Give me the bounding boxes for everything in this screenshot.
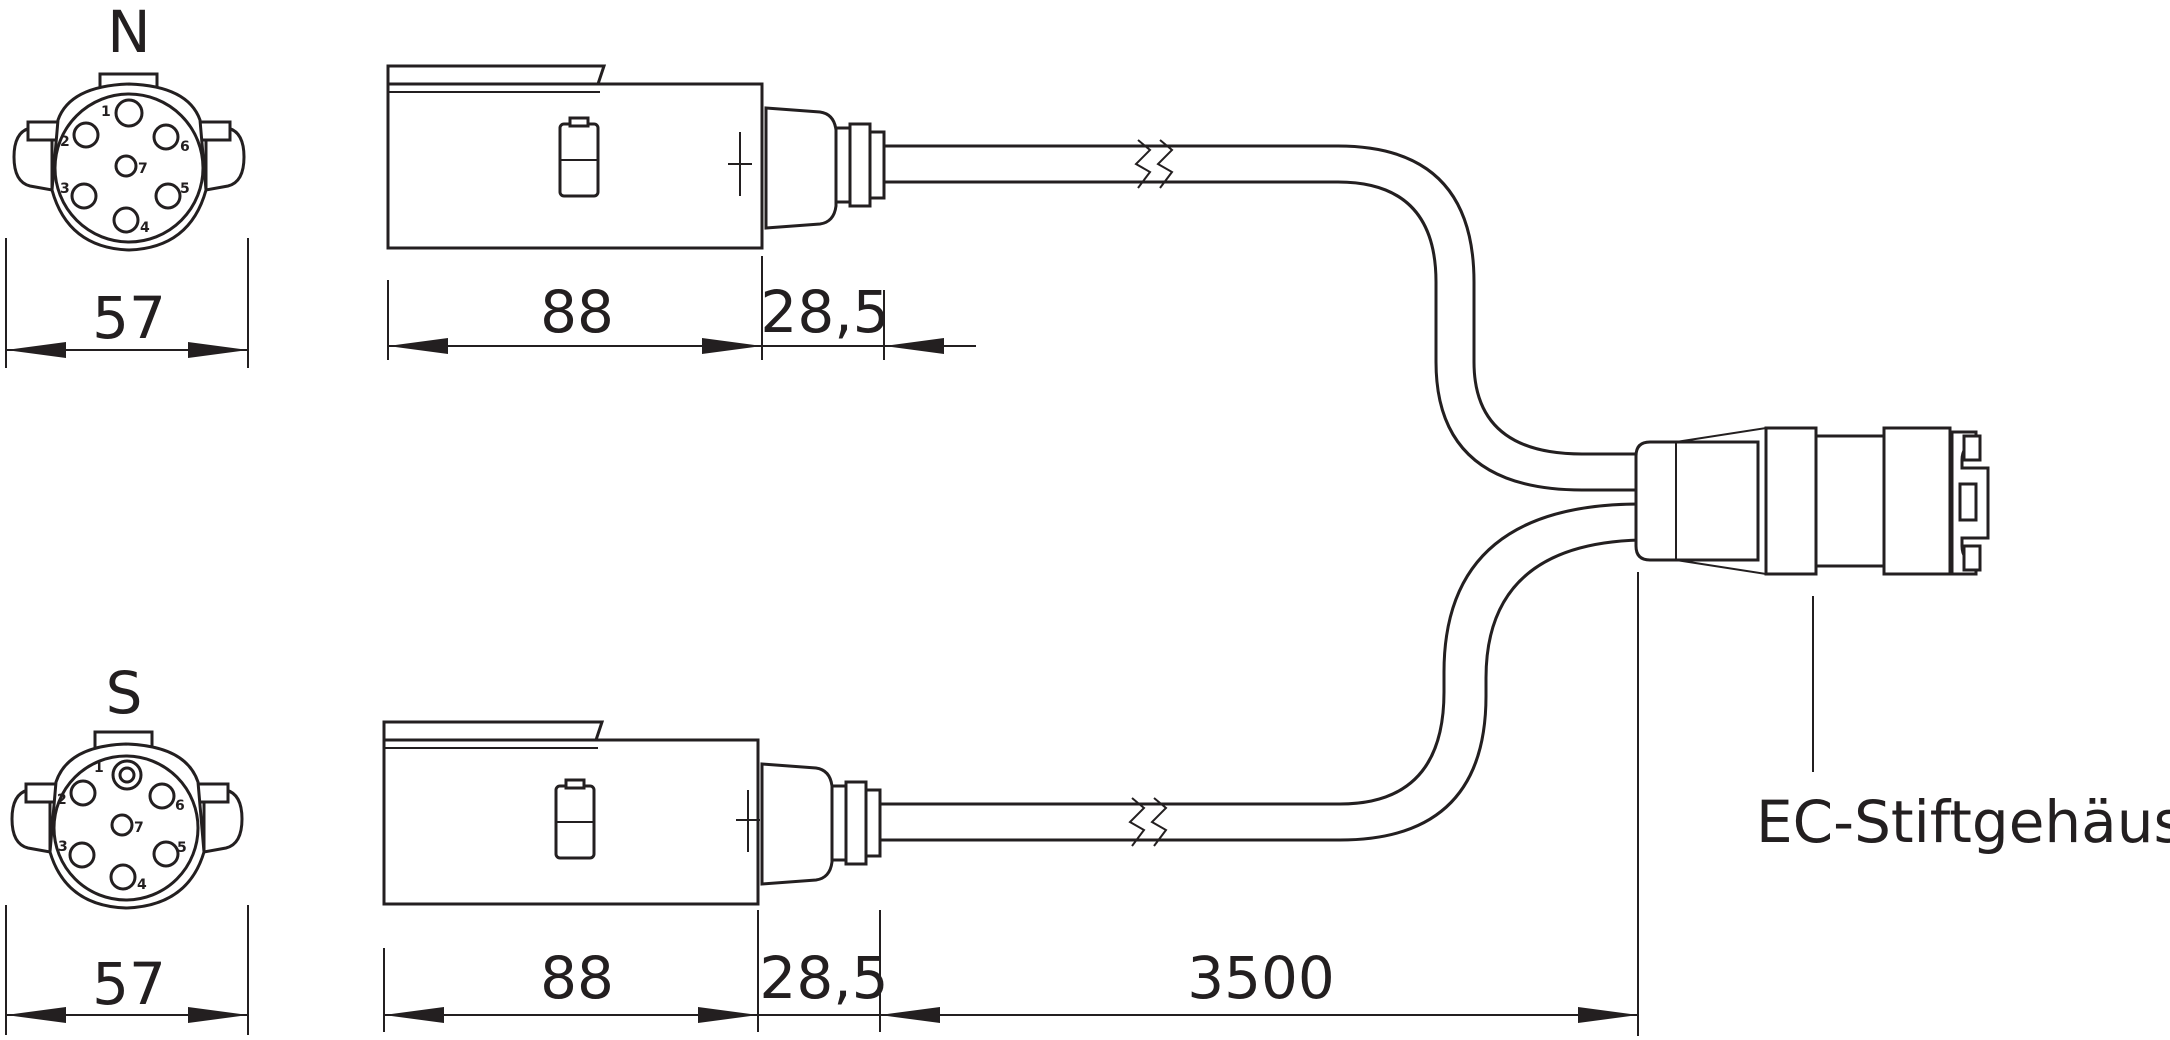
pin-number: 7 <box>138 161 148 177</box>
front-view-top-connector: N 1 2 3 4 5 6 7 <box>12 0 246 252</box>
ec-plug-housing <box>1634 426 1990 576</box>
pin-2 <box>69 779 97 807</box>
dimension-value: 88 <box>540 944 614 1012</box>
dimension-top-lengths: 88 28,5 <box>387 256 976 360</box>
plug-collar <box>1764 426 1818 576</box>
connector-label-top: N <box>107 0 150 66</box>
coupling-nut <box>1882 426 1952 576</box>
strain-relief <box>764 106 838 230</box>
cable-nut <box>848 122 872 208</box>
cable-nut <box>844 780 868 866</box>
pin-number: 4 <box>137 877 147 893</box>
cable-bottom <box>880 502 1641 847</box>
pin-number: 7 <box>134 820 144 836</box>
plug-sleeve <box>1814 434 1886 568</box>
side-view-bottom-connector <box>382 720 882 906</box>
break-mark <box>1128 797 1146 847</box>
pin-3 <box>70 182 98 210</box>
break-mark <box>1156 139 1174 189</box>
pin-5 <box>152 840 180 868</box>
latch-lever <box>386 64 607 86</box>
pin-6 <box>152 123 180 151</box>
latch-lever <box>382 720 605 742</box>
dimension-value: 28,5 <box>760 278 889 346</box>
dimension-value: 3500 <box>1187 944 1335 1012</box>
dimension-width-bottom: 57 <box>5 905 249 1035</box>
pin-number: 2 <box>57 792 67 808</box>
pin-number: 3 <box>58 839 68 855</box>
plug-boot <box>1634 440 1760 562</box>
pin-number: 2 <box>60 134 70 150</box>
cable-top <box>885 139 1640 492</box>
pin-2 <box>72 121 100 149</box>
pin-number: 1 <box>101 104 111 120</box>
pin-number: 5 <box>180 181 190 197</box>
dimension-value: 57 <box>92 284 166 352</box>
pin-4 <box>112 206 140 234</box>
dimension-value: 57 <box>92 950 166 1018</box>
dimension-value: 88 <box>540 278 614 346</box>
connector-face <box>50 82 208 252</box>
pin-number: 4 <box>140 220 150 236</box>
callout-ec-plug: EC-Stiftgehäuse <box>1756 596 2170 856</box>
pin-number: 6 <box>180 139 190 155</box>
pin-7 <box>114 154 138 178</box>
connector-label-bottom: S <box>106 659 143 727</box>
pin-1 <box>111 759 143 791</box>
dimension-bottom-lengths: 88 28,5 3500 <box>383 572 1639 1036</box>
break-mark <box>1150 797 1168 847</box>
side-view-top-connector <box>386 64 886 250</box>
pin-1 <box>114 98 144 128</box>
strain-relief <box>760 762 834 886</box>
pin-5 <box>154 182 182 210</box>
pin-number: 6 <box>175 798 185 814</box>
pin-3 <box>68 841 96 869</box>
pin-6 <box>148 782 176 810</box>
front-view-bottom-connector: S 1 2 3 4 5 6 7 <box>10 659 244 910</box>
pin-number: 3 <box>60 181 70 197</box>
dimension-value: 28,5 <box>759 944 888 1012</box>
pin-number: 1 <box>94 760 104 776</box>
break-mark <box>1134 139 1152 189</box>
pin-4 <box>109 863 137 891</box>
dimension-width-top: 57 <box>5 238 249 368</box>
pin-number: 5 <box>177 840 187 856</box>
plug-label: EC-Stiftgehäuse <box>1756 788 2170 856</box>
pin-7 <box>110 813 134 837</box>
